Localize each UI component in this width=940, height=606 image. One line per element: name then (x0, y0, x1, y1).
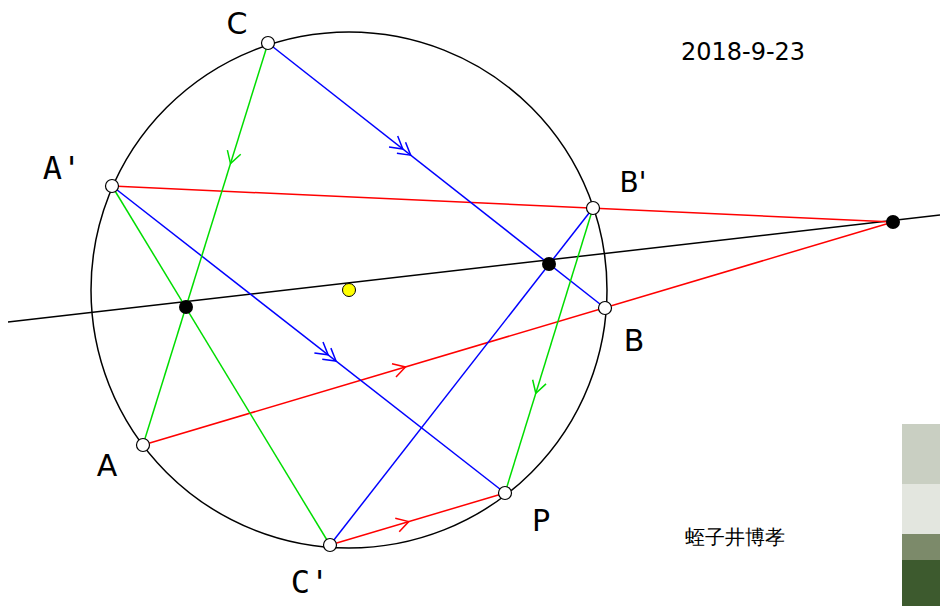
circle-point (262, 37, 275, 50)
point-label: A (97, 451, 118, 481)
intersection-point (542, 257, 556, 271)
author-name: 蛭子井博孝 (685, 527, 785, 547)
chord (330, 493, 505, 545)
chord (112, 186, 893, 222)
arrow-mark (227, 150, 240, 164)
point-label: C' (291, 566, 330, 598)
arrow-mark (533, 380, 546, 394)
point-label: C (227, 9, 248, 39)
intersection-point (886, 215, 900, 229)
point-label: B (624, 326, 645, 356)
arrow-mark (392, 364, 405, 377)
intersection-point (179, 300, 193, 314)
point-label: P (532, 506, 550, 536)
circle-point (499, 487, 512, 500)
circle-point (324, 539, 337, 552)
arrow-mark (322, 348, 336, 361)
chord (143, 43, 268, 445)
photo (902, 424, 940, 606)
arrow-mark (395, 518, 408, 531)
center-point (343, 284, 356, 297)
point-label: A' (43, 152, 82, 184)
date-label: 2018-9-23 (681, 40, 805, 64)
chord (112, 186, 330, 545)
chord (505, 208, 593, 493)
chords (112, 43, 893, 545)
arrow-mark (389, 136, 403, 149)
chord (112, 186, 505, 493)
circle-point (106, 180, 119, 193)
point-label: B' (620, 169, 647, 197)
arrow-mark (314, 342, 328, 355)
circle-point (587, 202, 600, 215)
pascal-line (8, 215, 940, 322)
chord (268, 43, 605, 308)
circle-point (599, 302, 612, 315)
circle (91, 32, 607, 548)
chord (330, 208, 593, 545)
arrow-mark (397, 142, 411, 155)
chord (143, 222, 893, 445)
circle-point (137, 439, 150, 452)
